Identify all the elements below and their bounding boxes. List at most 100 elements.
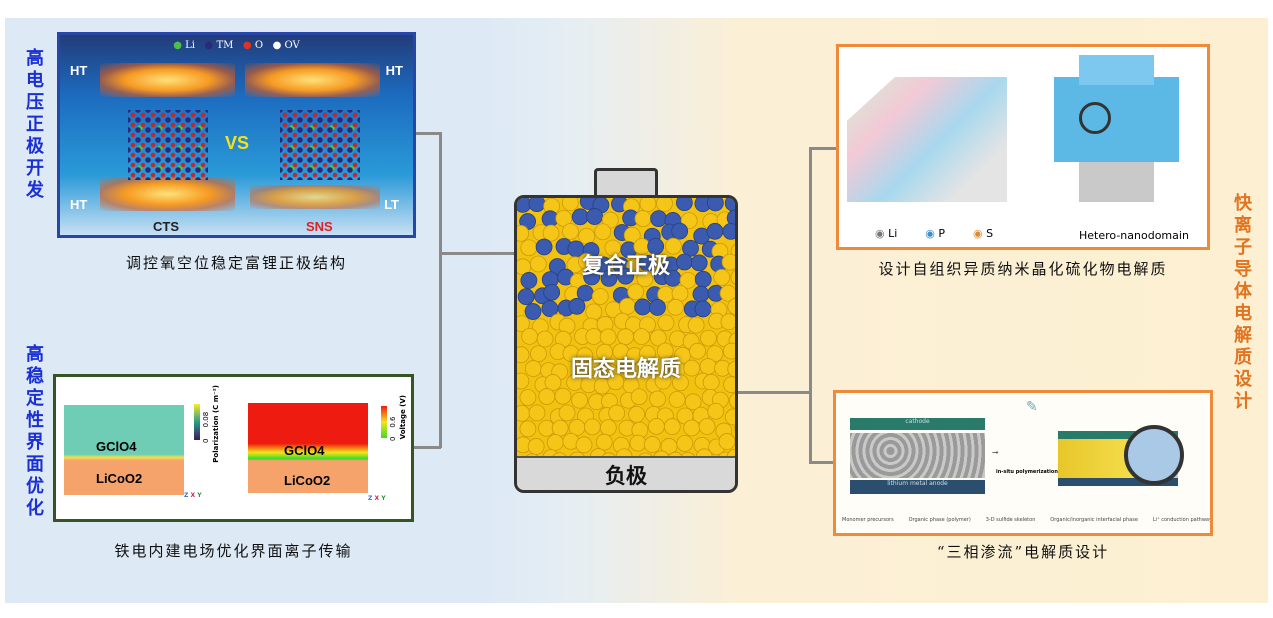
cathode-particle — [520, 272, 538, 289]
nanodomain-cube — [1054, 77, 1179, 162]
electrolyte-particle — [575, 436, 593, 454]
legend-tm: TM — [216, 40, 234, 51]
axis-triad: Z X Y — [368, 495, 386, 502]
electrolyte-particle — [643, 436, 661, 453]
oxygen-vacancy-panel: ● Li ● TM ● O ● OV HT HT HT LT VS CTS SN… — [57, 32, 416, 238]
label-sns: SNS — [306, 219, 333, 234]
heading-high-voltage-cathode: 高电压正极开发 — [23, 48, 44, 202]
electrolyte-particle — [517, 224, 530, 242]
electrolyte-particle — [649, 390, 667, 408]
electrolyte-particle — [578, 227, 596, 245]
magnifier-icon — [1124, 425, 1184, 485]
electrolyte-particle — [595, 433, 613, 451]
electrolyte-particle — [723, 376, 735, 394]
electrolyte-particle — [584, 359, 602, 377]
heading-interface-optimization: 高稳定性界面优化 — [23, 344, 44, 520]
electrolyte-particle — [639, 344, 656, 362]
electrolyte-particle — [571, 391, 588, 409]
label-licoo2: LiCoO2 — [284, 473, 331, 488]
electrolyte-particle — [536, 330, 554, 348]
label-anode: 负极 — [605, 464, 647, 488]
label-gclo4: GClO4 — [96, 439, 137, 454]
electrolyte-particle — [721, 253, 735, 271]
connector — [439, 132, 442, 448]
heading-fast-ion-electrolyte: 快离子导体电解质设计 — [1231, 193, 1252, 413]
electrolyte-particle — [630, 388, 648, 406]
cathode-plate: cathode — [850, 418, 985, 430]
caption-oxygen-vacancy: 调控氧空位稳定富锂正极结构 — [125, 254, 347, 272]
electrolyte-particle — [528, 404, 546, 422]
electrolyte-particle — [689, 342, 706, 360]
label-cts: CTS — [153, 219, 179, 234]
electrolyte-particle — [585, 303, 603, 321]
electrolyte-particle — [561, 198, 579, 212]
electrolyte-particle — [707, 402, 725, 420]
electrolyte-particle — [636, 270, 654, 288]
connector — [439, 252, 515, 255]
electrolyte-particle — [554, 387, 572, 405]
flame — [100, 177, 235, 211]
electrolyte-particle — [719, 284, 735, 302]
electrolyte-particle — [657, 314, 675, 332]
cathode-particle — [535, 238, 553, 256]
tick-max: 0.6 — [389, 416, 397, 428]
electrolyte-particle — [680, 212, 698, 229]
ferroelectric-interface-panel: GClO4 LiCoO2 0 0.08 Polarization (C m⁻²)… — [53, 374, 414, 522]
cathode-particle — [692, 285, 710, 303]
electrolyte-particle — [728, 392, 735, 409]
electrolyte-particle — [656, 198, 673, 212]
connector — [738, 391, 811, 394]
electrolyte-particle — [698, 418, 716, 435]
cathode-particle — [726, 209, 735, 227]
cathode-particle — [706, 222, 724, 240]
label-vs: VS — [225, 133, 250, 153]
electrolyte-particle — [634, 210, 652, 228]
cathode-particle — [617, 267, 635, 285]
electrolyte-particle — [734, 424, 735, 432]
connector — [809, 461, 834, 464]
colorbar-ticks: 0 0.6 — [389, 401, 397, 441]
electrolyte-particle — [517, 315, 530, 332]
electrolyte-particle — [517, 346, 530, 364]
electrolyte-particle — [628, 405, 646, 423]
electrolyte-particle — [629, 434, 647, 452]
electrolyte-particle — [519, 389, 537, 406]
cathode-particle — [722, 222, 735, 240]
electrolyte-particle — [542, 224, 560, 242]
tick-max: 0.08 — [202, 411, 210, 428]
electrolyte-particle — [665, 237, 682, 255]
cathode-particle — [571, 208, 589, 226]
caption-ferroelectric: 铁电内建电场优化界面离子传输 — [114, 542, 353, 560]
label-lt: LT — [384, 197, 399, 212]
electrolyte-particle — [722, 342, 735, 360]
electrolyte-particle — [591, 288, 609, 305]
cathode-particle — [583, 268, 601, 286]
electrolyte-particle — [555, 210, 573, 227]
axis-z: Z — [368, 495, 373, 502]
anode: 负极 — [517, 456, 735, 490]
axis-x: X — [374, 495, 380, 502]
electrolyte-particle — [527, 438, 545, 455]
caption-three-phase: “三相渗流”电解质设计 — [936, 543, 1110, 561]
electrolyte-particle — [608, 404, 626, 422]
electrolyte-particle — [663, 418, 681, 435]
electrolyte-particle — [578, 253, 595, 270]
electrolyte-particle — [687, 316, 705, 334]
electrolyte-particle — [618, 297, 636, 315]
cathode-particle — [586, 208, 604, 225]
atom-legend: ● Li ● TM ● O ● OV — [173, 40, 300, 51]
cathode-particle — [671, 222, 689, 240]
electrolyte-particle — [667, 298, 684, 316]
label-ht: HT — [70, 197, 88, 212]
legend-conduction-pathway: Li⁺ conduction pathway — [1152, 517, 1212, 523]
anode-plate: lithium metal anode — [850, 480, 985, 494]
polarization-label: Polarization (C m⁻²) — [212, 385, 220, 463]
polarization-colorbar — [194, 404, 200, 440]
axis-y: Y — [381, 495, 386, 502]
axis-triad: Z X Y — [184, 492, 202, 499]
axis-y: Y — [197, 492, 202, 499]
electrolyte-particle — [639, 198, 657, 213]
legend-li: Li — [185, 40, 195, 51]
three-phase-percolation-panel: cathode lithium metal anode ➞ in-situ po… — [833, 390, 1213, 536]
electrolyte-particle — [656, 342, 674, 360]
